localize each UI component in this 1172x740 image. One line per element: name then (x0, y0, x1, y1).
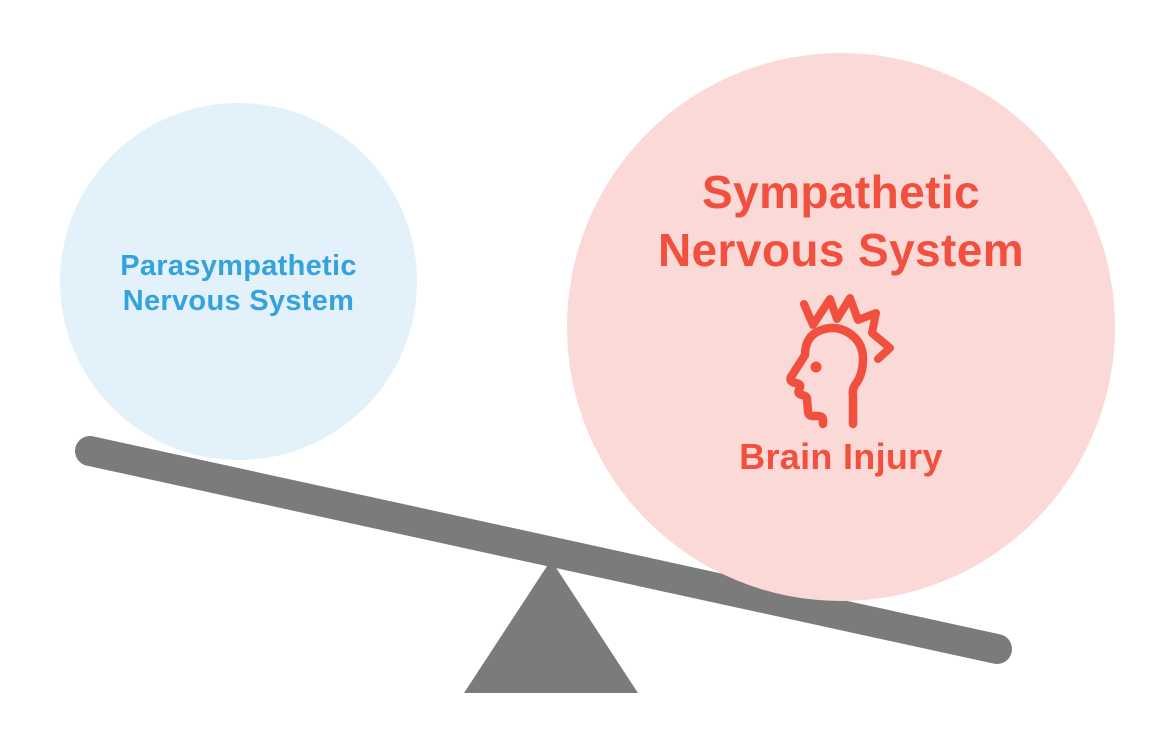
sympathetic-title: Sympathetic Nervous System (658, 163, 1024, 279)
sympathetic-title-line1: Sympathetic (702, 166, 980, 218)
parasympathetic-label-line2: Nervous System (122, 285, 355, 317)
impact-burst-icon (799, 294, 894, 363)
head-profile-icon (785, 323, 867, 429)
seesaw-fulcrum (464, 560, 638, 693)
sympathetic-title-line2: Nervous System (657, 224, 1025, 276)
parasympathetic-circle: Parasympathetic Nervous System (60, 103, 417, 460)
brain-injury-caption: Brain Injury (739, 436, 943, 477)
eye-dot-icon (810, 361, 821, 373)
brain-injury-icon (785, 294, 894, 429)
sympathetic-circle: Sympathetic Nervous System Brain Injury (567, 53, 1115, 601)
parasympathetic-label: Parasympathetic Nervous System (120, 249, 357, 319)
seesaw-plank (75, 436, 1012, 664)
parasympathetic-label-line1: Parasympathetic (120, 250, 357, 282)
